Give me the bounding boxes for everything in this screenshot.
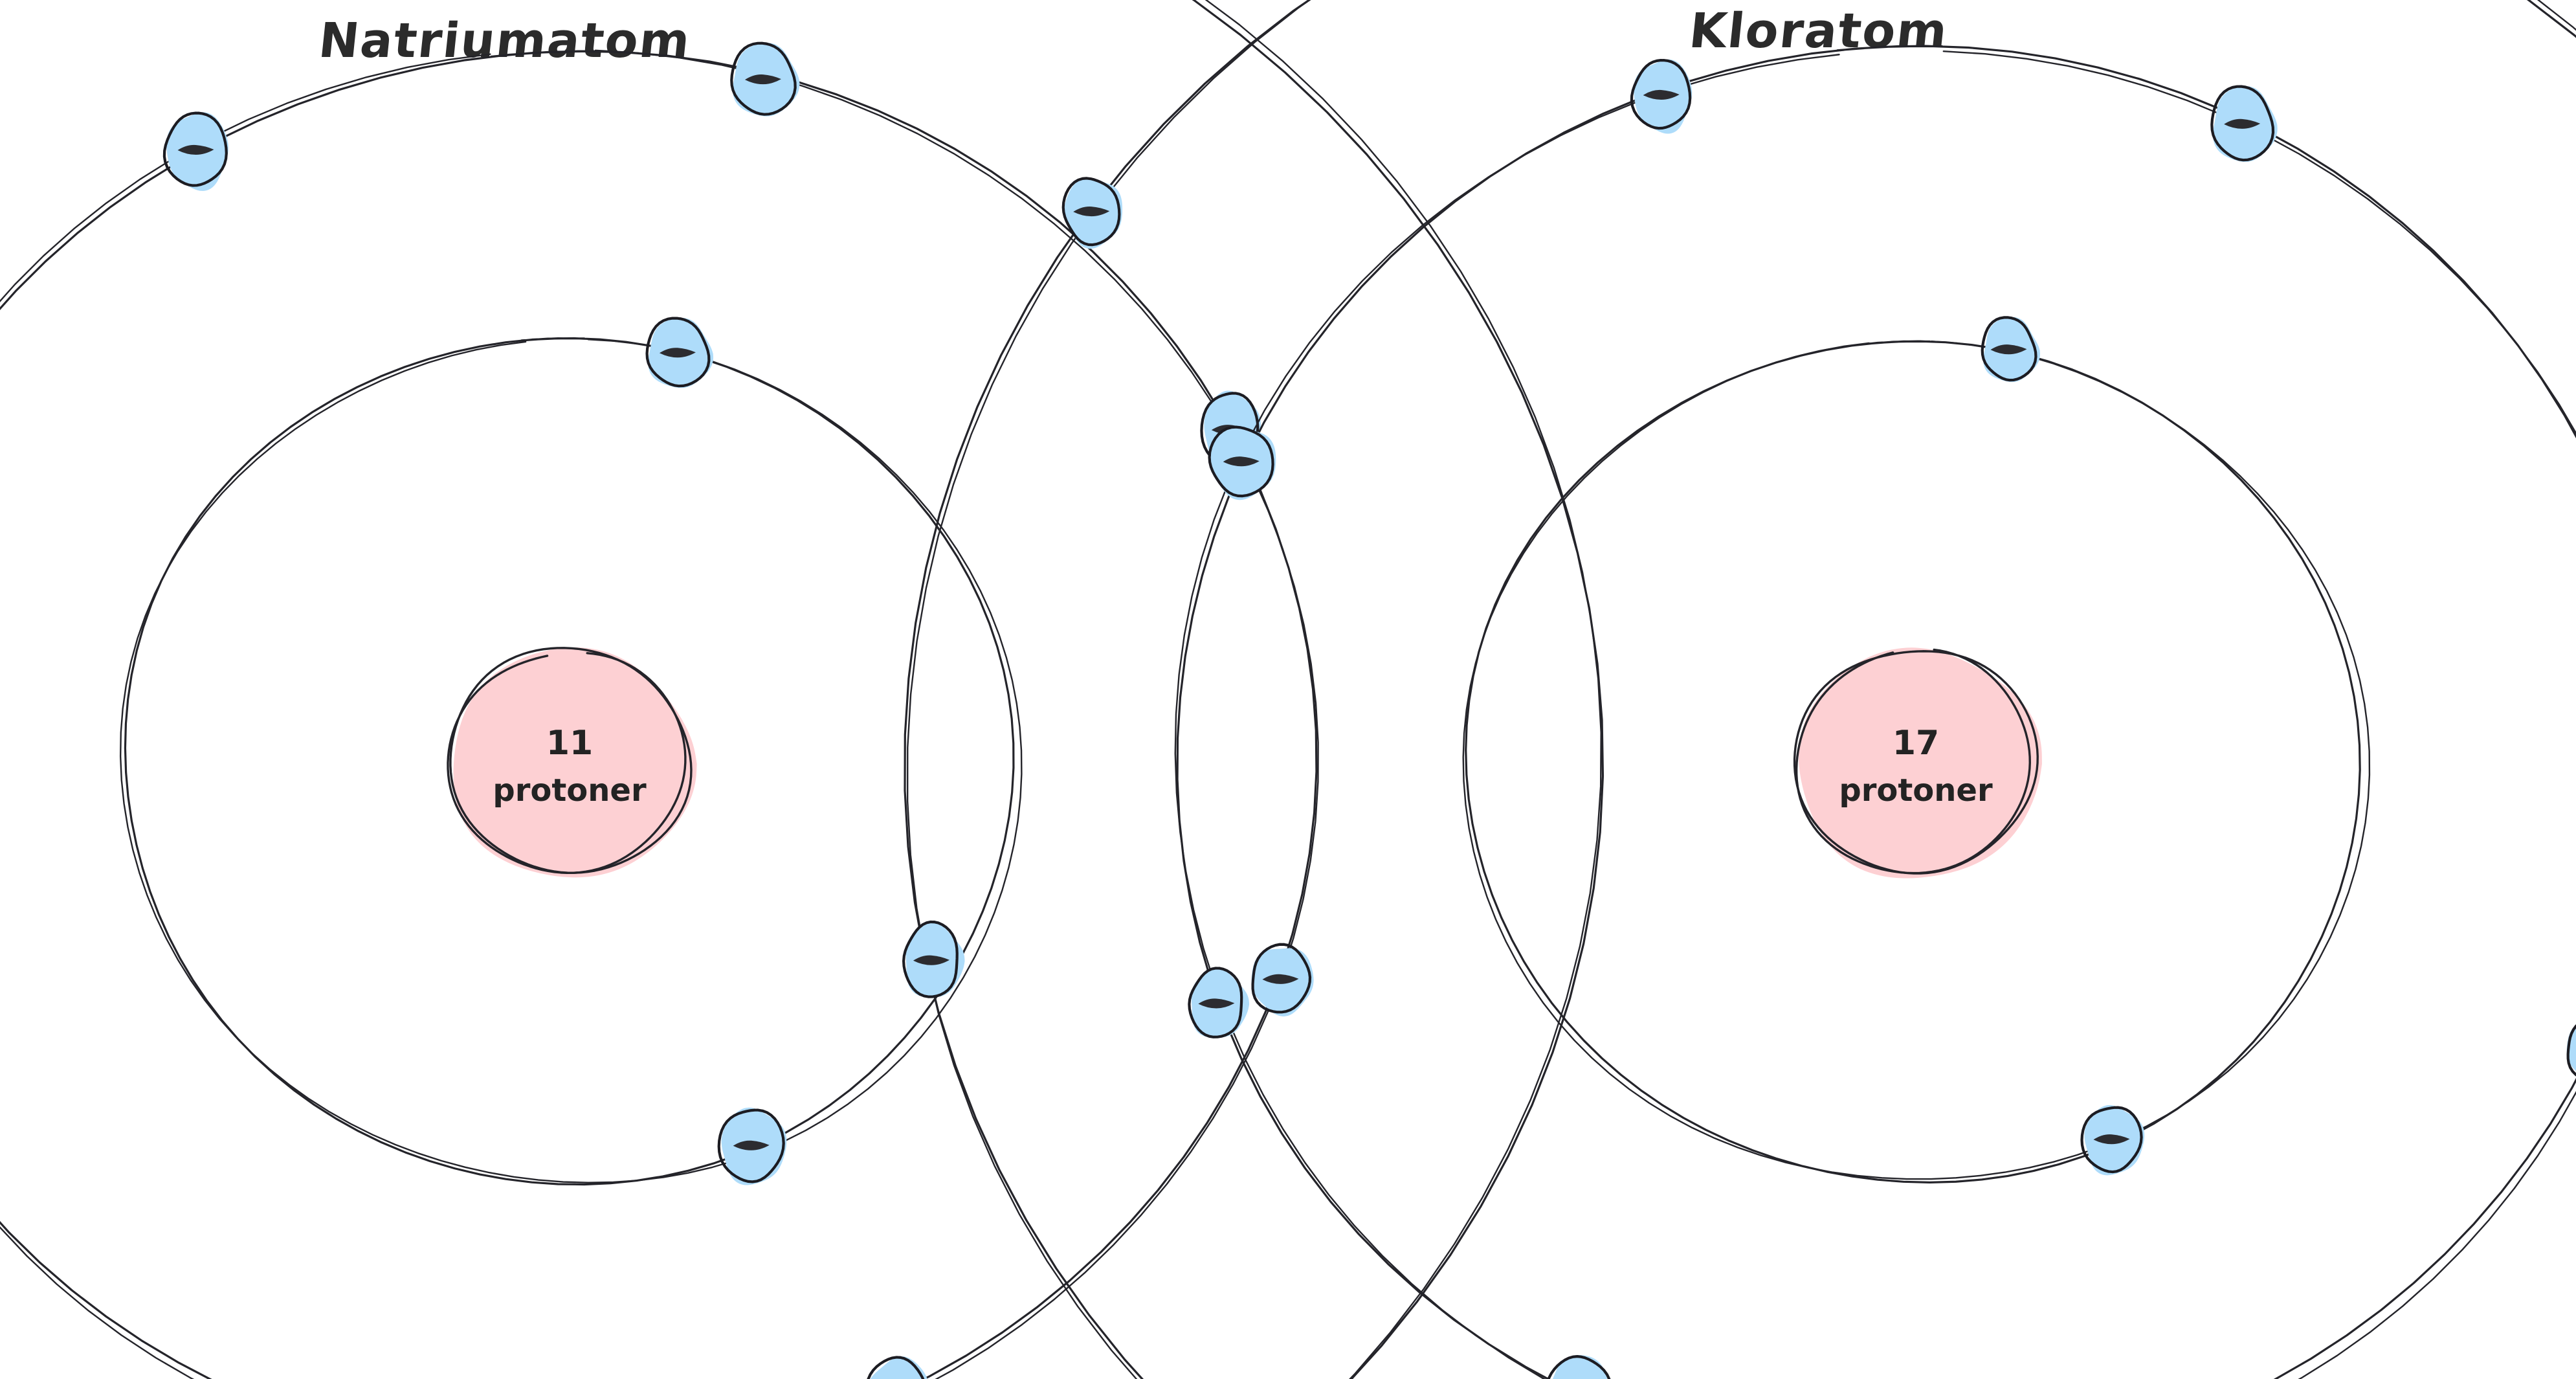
electron-outline xyxy=(162,111,228,187)
sodium-shell-2-electron xyxy=(730,41,800,117)
electron-minus-icon xyxy=(2224,118,2261,129)
orbit-stroke xyxy=(1465,340,2361,1183)
orbit-stroke xyxy=(0,50,1318,1379)
sodium-atom: 11 protoner xyxy=(0,0,1604,1379)
chlorine-shell-2-electron xyxy=(1630,58,1693,134)
nucleus-fill xyxy=(1798,647,2042,879)
nucleus-outline-second xyxy=(1795,648,2031,875)
sodium-shell-1-electron xyxy=(645,317,714,388)
electron-minus-icon xyxy=(1643,89,1680,100)
chlorine-shell-1-electron xyxy=(2080,1104,2145,1176)
electron-outline xyxy=(645,317,711,388)
chlorine-shell-3-orbit xyxy=(904,0,2576,1379)
nucleus-proton-count: 11 xyxy=(546,724,593,763)
electron-minus-icon xyxy=(659,348,696,358)
electron-outline xyxy=(717,1108,785,1183)
chlorine-nucleus: 17 protoner xyxy=(1793,647,2042,879)
electron-minus-icon xyxy=(1073,207,1110,217)
electron-outline xyxy=(2566,1024,2576,1077)
electron-outline xyxy=(1251,943,1312,1014)
chlorine-shell-2-electron xyxy=(1547,1354,1611,1379)
electron-outline xyxy=(1630,58,1692,130)
chlorine-shell-3-electron xyxy=(902,920,965,998)
electron-outline xyxy=(867,1356,925,1379)
chlorine-shell-2-electron xyxy=(2566,1024,2576,1077)
electron-minus-icon xyxy=(1262,974,1299,984)
electron-minus-icon xyxy=(1198,998,1235,1009)
electron-outline xyxy=(1188,967,1243,1038)
chlorine-shell-1-orbit xyxy=(1462,340,2371,1183)
nucleus-proton-count: 17 xyxy=(1893,724,1939,763)
sodium-shell-1-orbit xyxy=(119,337,1023,1186)
sodium-nucleus: 11 protoner xyxy=(447,647,697,878)
sodium-shell-2-electron xyxy=(1251,943,1314,1016)
orbit-stroke-second xyxy=(906,0,2576,1379)
chlorine-shell-1-electron xyxy=(1981,316,2041,383)
orbit-stroke xyxy=(904,0,2576,1379)
electron-minus-icon xyxy=(2093,1134,2130,1145)
orbit-stroke-second xyxy=(1205,0,1602,1379)
chlorine-shell-2-electron xyxy=(1188,967,1250,1038)
electron-outline xyxy=(1547,1355,1611,1379)
sodium-shell-2-electron xyxy=(162,111,228,191)
chlorine-shell-2-electron xyxy=(1208,425,1276,500)
chlorine-shell-2-electron xyxy=(2210,85,2278,163)
nucleus-outline-second xyxy=(447,652,687,875)
nucleus-proton-label: protoner xyxy=(1839,772,1993,809)
nucleus-fill xyxy=(453,647,697,878)
orbit-stroke xyxy=(1192,0,1604,1379)
electron-minus-icon xyxy=(744,74,781,85)
electron-fill xyxy=(870,1356,927,1379)
electron-outline xyxy=(2080,1106,2143,1174)
electron-outline xyxy=(2210,85,2275,162)
electron-outline xyxy=(1208,425,1274,498)
electron-minus-icon xyxy=(913,955,949,965)
chlorine-shell-3-electron xyxy=(1061,177,1123,249)
electron-outline xyxy=(902,920,959,998)
electron-minus-icon xyxy=(733,1140,770,1150)
electron-outline xyxy=(1981,316,2037,382)
orbit-stroke-second xyxy=(1462,341,2371,1180)
orbit-stroke xyxy=(124,337,1015,1186)
electron-outline xyxy=(730,41,797,116)
electron-minus-icon xyxy=(177,144,214,155)
sodium-shell-3-orbit xyxy=(1192,0,1604,1379)
nucleus-proton-label: protoner xyxy=(493,772,647,809)
chlorine-atom: 17 protoner xyxy=(902,0,2576,1379)
electron-outline xyxy=(1061,177,1121,247)
electron-minus-icon xyxy=(1990,344,2027,355)
orbit-stroke-second xyxy=(119,339,1023,1183)
sodium-shell-1-electron xyxy=(717,1107,787,1185)
electron-minus-icon xyxy=(1223,456,1260,467)
sodium-shell-2-electron xyxy=(867,1356,927,1379)
